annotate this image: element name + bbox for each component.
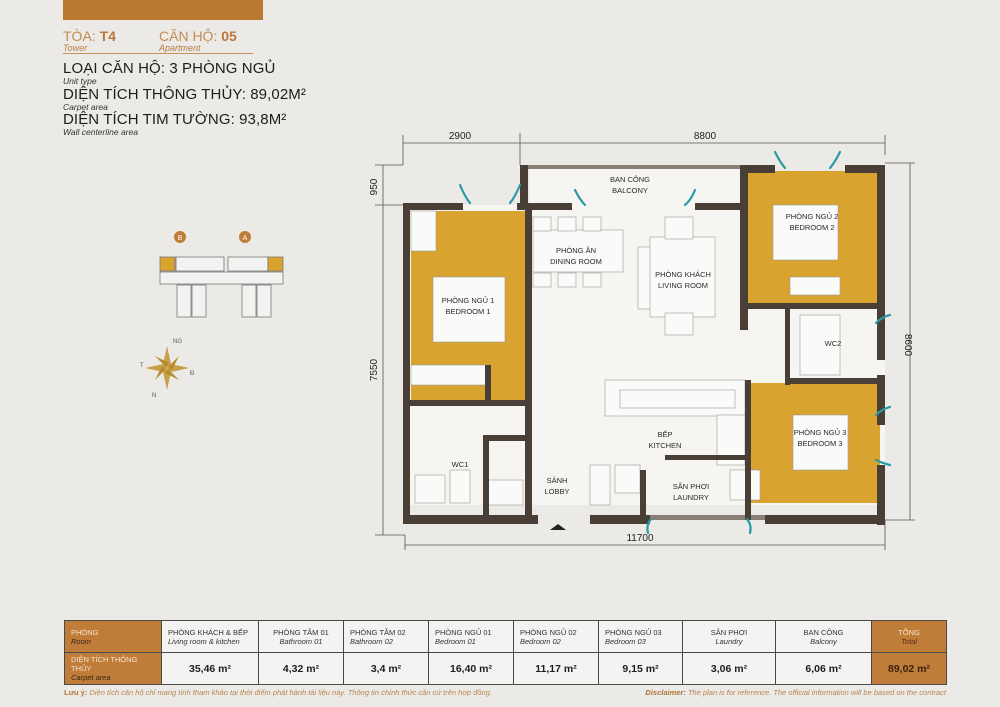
- wall-area-info: DIỆN TÍCH TIM TƯỜNG: 93,8M² Wall centerl…: [63, 111, 343, 137]
- apartment-sublabel: Apartment: [159, 43, 201, 53]
- label-living-vi: PHÒNG KHÁCH: [655, 270, 711, 279]
- footer-disclaimer: Disclaimer: The plan is for reference. T…: [645, 688, 946, 697]
- label-bedroom1-en: BEDROOM 1: [445, 307, 490, 316]
- label-balcony-vi: BAN CÔNG: [610, 175, 650, 184]
- value-bedroom-01: 16,40 m²: [428, 652, 514, 685]
- compass-north-label: NG: [173, 339, 182, 345]
- label-bedroom2-en: BEDROOM 2: [789, 223, 834, 232]
- tower-label: TÒA:: [63, 28, 96, 44]
- carpet-area-info: DIỆN TÍCH THÔNG THỦY: 89,02M² Carpet are…: [63, 86, 343, 112]
- label-laundry-en: LAUNDRY: [673, 493, 709, 502]
- value-balcony: 6,06 m²: [775, 652, 872, 685]
- value-living-kitchen: 35,46 m²: [161, 652, 259, 685]
- label-balcony-en: BALCONY: [612, 186, 648, 195]
- wall-area-sublabel: Wall centerline area: [63, 127, 138, 137]
- marker-a-icon: [239, 231, 251, 243]
- apartment-field: CĂN HỘ: 05 Apartment: [159, 28, 237, 53]
- apartment-value: 05: [221, 28, 237, 44]
- label-wc2: WC2: [825, 339, 842, 348]
- label-lobby-vi: SẢNH: [547, 476, 568, 485]
- wall-area-text: DIỆN TÍCH TIM TƯỜNG: 93,8M²: [63, 111, 287, 128]
- dimension-top-left: 2900: [449, 131, 472, 142]
- footer-note: Lưu ý: Diện tích căn hộ chỉ mang tính th…: [64, 688, 492, 697]
- value-bedroom-03: 9,15 m²: [598, 652, 683, 685]
- marker-a-label: A: [243, 235, 248, 242]
- compass-south-label: N: [152, 393, 156, 399]
- label-bedroom2-vi: PHÒNG NGỦ 2: [786, 212, 839, 221]
- dimension-lines: [375, 133, 915, 550]
- label-bedroom1-vi: PHÒNG NGỦ 1: [442, 296, 495, 305]
- value-bathroom-02: 3,4 m²: [343, 652, 429, 685]
- tower-sublabel: Tower: [63, 43, 88, 53]
- label-dining-vi: PHÒNG ĂN: [556, 246, 596, 255]
- label-lobby-en: LOBBY: [544, 487, 569, 496]
- compass-rose-icon: NG T Đ N: [140, 335, 200, 400]
- entrance-marker-icon: [550, 524, 566, 530]
- value-total: 89,02 m²: [871, 652, 947, 685]
- compass-east-label: Đ: [190, 371, 195, 377]
- carpet-area-text: DIỆN TÍCH THÔNG THỦY: 89,02M²: [63, 86, 306, 103]
- value-bedroom-02: 11,17 m²: [513, 652, 599, 685]
- tower-field: TÒA: T4 Tower: [63, 28, 116, 53]
- label-dining-en: DINING ROOM: [550, 257, 602, 266]
- label-wc1: WC1: [452, 460, 469, 469]
- label-laundry-vi: SÂN PHƠI: [673, 482, 709, 491]
- unit-header: TÒA: T4 Tower CĂN HỘ: 05 Apartment: [63, 28, 253, 54]
- apartment-label: CĂN HỘ:: [159, 28, 218, 44]
- unit-type-sublabel: Unit type: [63, 76, 97, 86]
- header-accent-bar: [63, 0, 263, 20]
- carpet-area-sublabel: Carpet area: [63, 102, 108, 112]
- marker-b-label: B: [178, 235, 183, 242]
- compass-west-label: T: [140, 363, 144, 369]
- unit-type-text: LOẠI CĂN HỘ: 3 PHÒNG NGỦ: [63, 60, 276, 77]
- dimension-left-top: 950: [369, 178, 380, 195]
- label-bedroom3-vi: PHÒNG NGỦ 3: [794, 428, 847, 437]
- dimension-bottom: 11700: [626, 533, 654, 544]
- value-bathroom-01: 4,32 m²: [258, 652, 344, 685]
- walls: [403, 165, 885, 525]
- label-kitchen-vi: BẾP: [657, 429, 672, 439]
- unit-type-info: LOẠI CĂN HỘ: 3 PHÒNG NGỦ Unit type: [63, 60, 343, 86]
- dimension-left-main: 7550: [369, 358, 380, 381]
- label-bedroom3-en: BEDROOM 3: [797, 439, 842, 448]
- dimension-right: 8600: [902, 334, 913, 357]
- floor-plan: 2900 8800 950 7550 8600 11700: [365, 125, 940, 555]
- value-laundry: 3,06 m²: [682, 652, 776, 685]
- window-arrows: [458, 150, 892, 535]
- label-living-en: LIVING ROOM: [658, 281, 708, 290]
- dimension-top-right: 8800: [694, 131, 717, 142]
- tower-value: T4: [99, 28, 116, 44]
- marker-b-icon: [174, 231, 186, 243]
- label-kitchen-en: KITCHEN: [649, 441, 682, 450]
- building-key-plan: B A: [140, 222, 290, 322]
